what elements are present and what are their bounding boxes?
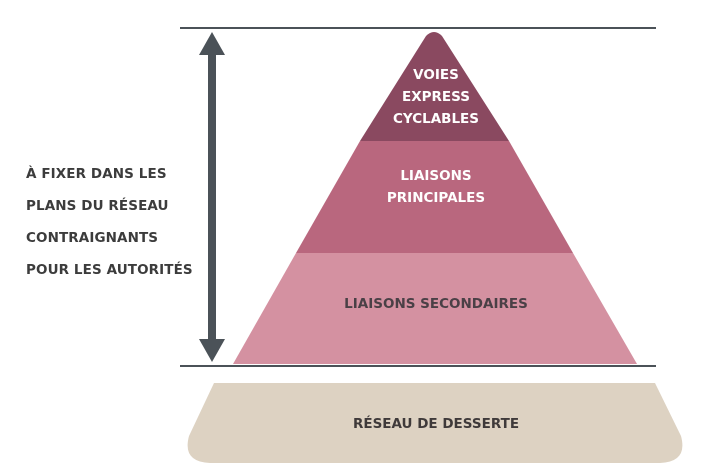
pyramid-level-express [360, 32, 509, 141]
arrow-head-up [199, 32, 225, 55]
double-arrow-icon [199, 32, 225, 362]
arrow-shaft [208, 50, 216, 343]
label-express-line-2: EXPRESS [402, 89, 470, 105]
base-level-desserte [187, 383, 683, 463]
pyramid-level-principal [296, 141, 573, 253]
pyramid-level-secondary [233, 253, 637, 364]
label-principal-line-1: LIAISONS [400, 168, 471, 184]
label-express-line-1: VOIES [413, 67, 459, 83]
scope-description-line: CONTRAIGNANTS [26, 230, 159, 246]
label-principal-line-2: PRINCIPALES [387, 190, 485, 206]
scope-description-line: À FIXER DANS LES [26, 166, 167, 182]
scope-description-line: POUR LES AUTORITÉS [26, 262, 193, 278]
scope-description-line: PLANS DU RÉSEAU [26, 198, 169, 214]
label-secondary: LIAISONS SECONDAIRES [344, 296, 528, 312]
arrow-head-down [199, 339, 225, 362]
label-desserte: RÉSEAU DE DESSERTE [353, 415, 519, 432]
scope-description: À FIXER DANS LES PLANS DU RÉSEAU CONTRAI… [26, 158, 216, 286]
label-express-line-3: CYCLABLES [393, 111, 479, 127]
